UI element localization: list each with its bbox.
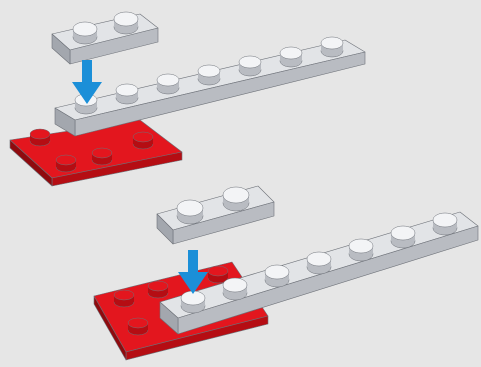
stud [391, 226, 415, 248]
stud [349, 239, 373, 261]
stud [265, 265, 289, 287]
stud [128, 318, 148, 335]
stud [181, 291, 205, 313]
stud [307, 252, 331, 274]
stud [198, 65, 220, 85]
stud [148, 281, 168, 298]
stud [223, 278, 247, 300]
stud [116, 84, 138, 104]
stud [114, 12, 138, 34]
stud [114, 290, 134, 307]
stud [30, 129, 50, 146]
stud [321, 37, 343, 57]
stud [280, 47, 302, 67]
stud [239, 56, 261, 76]
stud [433, 213, 457, 235]
stud [73, 22, 97, 44]
stud [223, 187, 249, 211]
stud [177, 200, 203, 224]
stud [208, 266, 228, 283]
stud [92, 148, 112, 165]
stud [56, 155, 76, 172]
stud [133, 132, 153, 149]
stud [157, 74, 179, 94]
